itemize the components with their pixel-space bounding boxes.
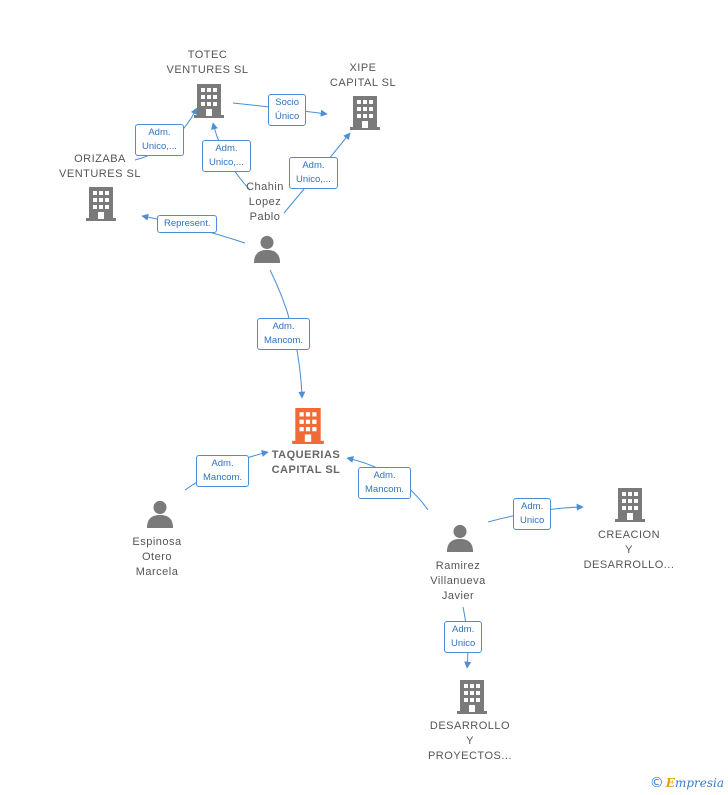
node-label-desarrollo[interactable]: DESARROLLO Y PROYECTOS... — [427, 720, 513, 762]
node-label-totec[interactable]: TOTEC VENTURES SL — [166, 49, 249, 76]
building-icon[interactable] — [615, 488, 645, 522]
edge-label-chahin-xipe: Adm. Unico,... — [289, 157, 338, 189]
edge-label-ramirez-desarrollo: Adm. Unico — [444, 621, 483, 653]
node-label-creacion[interactable]: CREACION Y DESARROLLO... — [583, 529, 675, 571]
person-icon[interactable] — [446, 524, 474, 552]
building-icon[interactable] — [350, 96, 380, 130]
edge-label-chahin-taquerias: Adm. Mancom. — [257, 318, 311, 350]
edge-label-ramirez-taquerias: Adm. Mancom. — [358, 467, 412, 499]
edge-label-ramirez-creacion: Adm. Unico — [513, 498, 552, 530]
building-icon[interactable] — [86, 187, 116, 221]
brand-footer[interactable]: ©Empresia — [650, 775, 724, 791]
person-icon[interactable] — [146, 500, 174, 528]
edge-label-orizaba-totec: Adm. Unico,... — [135, 124, 184, 156]
brand-initial: E — [665, 776, 675, 790]
edge-label-chahin-orizaba: Represent. — [157, 215, 218, 233]
copyright-icon: © — [649, 775, 664, 791]
node-label-orizaba[interactable]: ORIZABA VENTURES SL — [59, 153, 141, 180]
edge-label-espinosa-taquerias: Adm. Mancom. — [196, 455, 250, 487]
building-icon[interactable] — [292, 408, 324, 444]
node-label-taquerias[interactable]: TAQUERIAS CAPITAL SL — [271, 449, 341, 476]
brand-name: mpresia — [674, 776, 724, 790]
building-icon[interactable] — [457, 680, 487, 714]
person-icon[interactable] — [253, 235, 281, 263]
node-label-chahin[interactable]: Chahin Lopez Pablo — [246, 181, 284, 223]
node-label-xipe[interactable]: XIPE CAPITAL SL — [329, 62, 397, 89]
edge-label-chahin-totec: Adm. Unico,... — [202, 140, 251, 172]
building-icon[interactable] — [194, 84, 224, 118]
node-label-espinosa[interactable]: Espinosa Otero Marcela — [132, 536, 182, 578]
edge-label-totec-xipe: Socio Único — [268, 94, 307, 126]
node-label-ramirez[interactable]: Ramirez Villanueva Javier — [430, 560, 486, 602]
